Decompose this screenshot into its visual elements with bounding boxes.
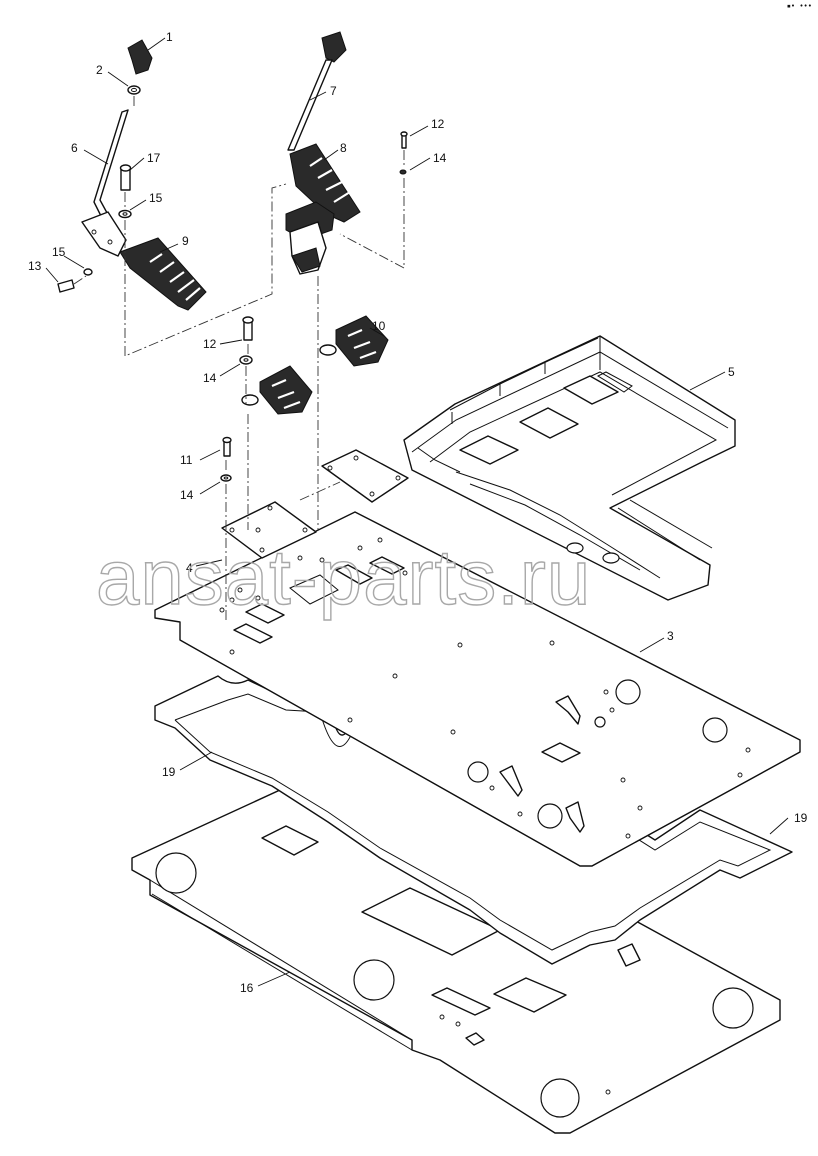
callout-13: 13: [28, 259, 42, 273]
mat-hole: [712, 987, 754, 1029]
plate-small-holes: [219, 537, 751, 839]
callout-19: 19: [794, 811, 808, 825]
heel-rest-left: [241, 365, 313, 415]
part-15-washer-lower: [83, 268, 93, 276]
part-1-pedal-cap: [127, 39, 153, 75]
mat-cutout: [465, 1032, 485, 1046]
part-15-washer-upper: [118, 209, 132, 219]
callout-9: 9: [182, 234, 189, 248]
callout-4: 4: [186, 561, 193, 575]
assembly-centerlines: [73, 96, 405, 620]
part-9-pedal: [119, 237, 207, 311]
callout-15: 15: [149, 191, 163, 205]
mat-cutout: [261, 825, 319, 856]
callout-5: 5: [728, 365, 735, 379]
part-10-heel-rest: [319, 315, 389, 367]
part-14-washer-lower: [220, 474, 232, 482]
callout-12: 12: [203, 337, 217, 351]
callout-17: 17: [147, 151, 161, 165]
part-7-lever: [287, 31, 347, 151]
mat-cutout: [431, 987, 491, 1016]
callout-11: 11: [180, 453, 193, 467]
callout-15: 15: [52, 245, 66, 259]
callout-10: 10: [372, 319, 386, 333]
part-14-washer-middle: [239, 355, 253, 365]
mat-cutout: [493, 977, 567, 1013]
mat-hole: [155, 852, 197, 894]
callout-14: 14: [433, 151, 447, 165]
part-2-nut: [127, 85, 141, 95]
callout-14: 14: [203, 371, 217, 385]
part-4-small-plate: [221, 501, 317, 559]
corner-mark: ▪• •••: [786, 2, 812, 10]
callout-6: 6: [71, 141, 78, 155]
part-3-floor-plate: [154, 511, 801, 867]
part-12-bolt-lower: [242, 316, 254, 341]
part-17-bolt: [119, 164, 132, 191]
mat-hole: [353, 959, 395, 1001]
callout-12: 12: [431, 117, 445, 131]
callout-labels: 1 2 6 17 15 9 15 13 7 8 12 14 12 14 10 1…: [28, 30, 808, 995]
part-6-pedal-rod: [81, 109, 129, 257]
callout-14: 14: [180, 488, 194, 502]
part-14-washer-upper: [399, 169, 407, 175]
callout-8: 8: [340, 141, 347, 155]
leader-lines: [45, 37, 789, 987]
mat-hole: [540, 1078, 580, 1118]
part-13-screw: [57, 279, 75, 293]
watermark: ansat-parts.ru: [96, 533, 591, 621]
part-5-floor-tray: [403, 335, 736, 601]
callout-2: 2: [96, 63, 103, 77]
callout-3: 3: [667, 629, 674, 643]
callout-1: 1: [166, 30, 173, 44]
part-11-bolt: [222, 436, 232, 457]
callout-16: 16: [240, 981, 254, 995]
cover-plate: [321, 449, 409, 503]
part-12-bolt-upper: [400, 131, 408, 149]
part-8-brake-pedal: [285, 143, 361, 275]
callout-7: 7: [330, 84, 337, 98]
callout-19: 19: [162, 765, 176, 779]
